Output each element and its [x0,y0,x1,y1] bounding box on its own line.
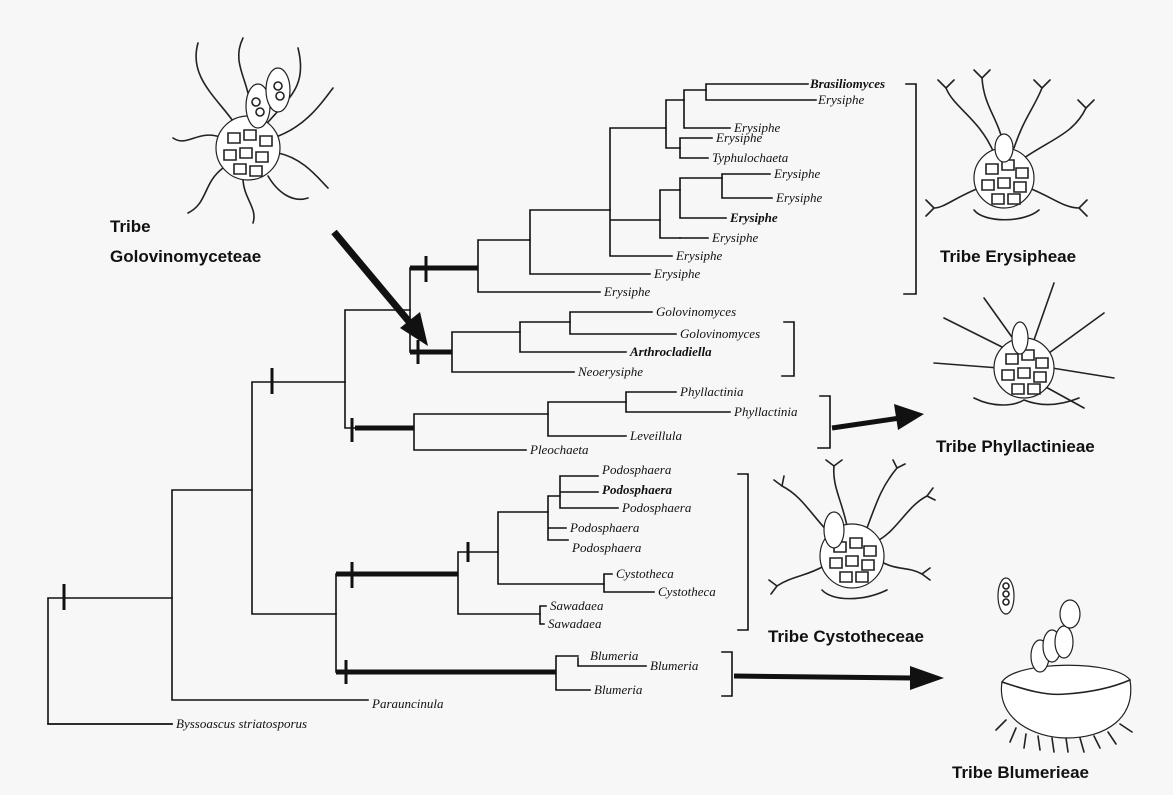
branch-ery-f [680,138,712,158]
taxon-pleochaeta: Pleochaeta [529,442,589,457]
taxon-byssoascus: Byssoascus striatosporus [176,716,307,731]
taxon-podosphaera: Podosphaera [569,520,640,535]
branch-ery-e [706,84,816,100]
taxon-typhulochaeta: Typhulochaeta [712,150,789,165]
branch-ery-b [610,128,672,256]
taxon-sawadaea: Sawadaea [550,598,604,613]
arrowhead-phyllactinieae [894,404,924,430]
taxon-neoerysiphe: Neoerysiphe [577,364,643,379]
taxon-erysiphe: Erysiphe [715,130,762,145]
branch-cysto-e [540,606,546,624]
bracket-erysipheae [904,84,916,294]
branch-ingroup [172,490,368,700]
taxon-erysiphe: Erysiphe [675,248,722,263]
taxon-erysiphe: Erysiphe [603,284,650,299]
branch-ery-i [722,174,772,198]
taxon-parauncinula: Parauncinula [371,696,444,711]
arrow-golovinomyceteae [334,232,416,330]
taxon-brasiliomyces: Brasiliomyces [809,76,885,91]
branch-ery-d [684,90,730,128]
taxon-erysiphe: Erysiphe [773,166,820,181]
golovinomyces-chasmothecium-icon [173,38,333,223]
taxon-blumeria: Blumeria [650,658,699,673]
taxon-cystotheca: Cystotheca [616,566,674,581]
taxon-sawadaea: Sawadaea [548,616,602,631]
taxon-phyllactinia: Phyllactinia [733,404,798,419]
bracket-golovinomyceteae [782,322,794,376]
tribe-erysipheae: Tribe Erysipheae [940,247,1076,266]
branch-erysipheae [478,240,600,292]
bracket-cystotheceae [738,474,748,630]
branch-phyllactinieae [414,414,548,450]
taxon-erysiphe: Erysiphe [729,210,778,225]
taxon-erysiphe: Erysiphe [775,190,822,205]
taxon-cystotheca: Cystotheca [658,584,716,599]
taxon-leveillula: Leveillula [629,428,682,443]
ascus-icon [998,578,1014,614]
taxon-blumeria: Blumeria [594,682,643,697]
arrowhead-blumerieae [910,666,944,690]
taxon-arthrocladiella: Arthrocladiella [629,344,712,359]
taxon-blumeria: Blumeria [590,648,639,663]
arrow-blumerieae [734,676,912,678]
arrows [334,232,944,690]
bracket-phyllactinieae [818,396,830,448]
taxon-podosphaera: Podosphaera [602,482,673,497]
branch-cysto-b [548,496,568,540]
branch-blumeria [556,656,590,690]
tribe-golovinomyceteae-line2: Golovinomyceteae [110,247,261,266]
branch-ery-g [660,190,680,238]
phyllactinia-chasmothecium-icon [934,283,1114,408]
taxon-erysiphe: Erysiphe [817,92,864,107]
branch-cysto [458,552,540,614]
branch-root [48,598,172,724]
taxon-phyllactinia: Phyllactinia [679,384,744,399]
tribe-blumerieae: Tribe Blumerieae [952,763,1089,782]
erysiphe-chasmothecium-icon [926,70,1094,220]
branch-lower [336,574,350,672]
cystotheca-chasmothecium-icon [769,460,935,599]
tribe-labels: Tribe Golovinomyceteae Tribe Erysipheae … [110,217,1095,782]
branch-ery-c [666,100,684,148]
tribe-phyllactinieae: Tribe Phyllactinieae [936,437,1095,456]
tribe-golovinomyceteae-line1: Tribe [110,217,151,236]
branch-phyll-a [548,402,626,436]
branch-ery-h [680,178,726,218]
blumeria-chasmothecium-icon [996,600,1132,752]
tribe-cystotheceae: Tribe Cystotheceae [768,627,924,646]
branch-golovino-a [520,322,626,352]
taxon-golovinomyces: Golovinomyces [680,326,760,341]
taxon-erysiphe: Erysiphe [653,266,700,281]
taxon-golovinomyces: Golovinomyces [656,304,736,319]
taxon-erysiphe: Erysiphe [711,230,758,245]
taxon-podosphaera: Podosphaera [621,500,692,515]
tree-branches [48,84,816,724]
bracket-blumerieae [722,652,732,696]
branch-upper [345,310,410,428]
taxon-podosphaera: Podosphaera [601,462,672,477]
taxon-podosphaera: Podosphaera [571,540,642,555]
arrow-phyllactinieae [832,418,900,428]
branch-main [252,382,345,614]
